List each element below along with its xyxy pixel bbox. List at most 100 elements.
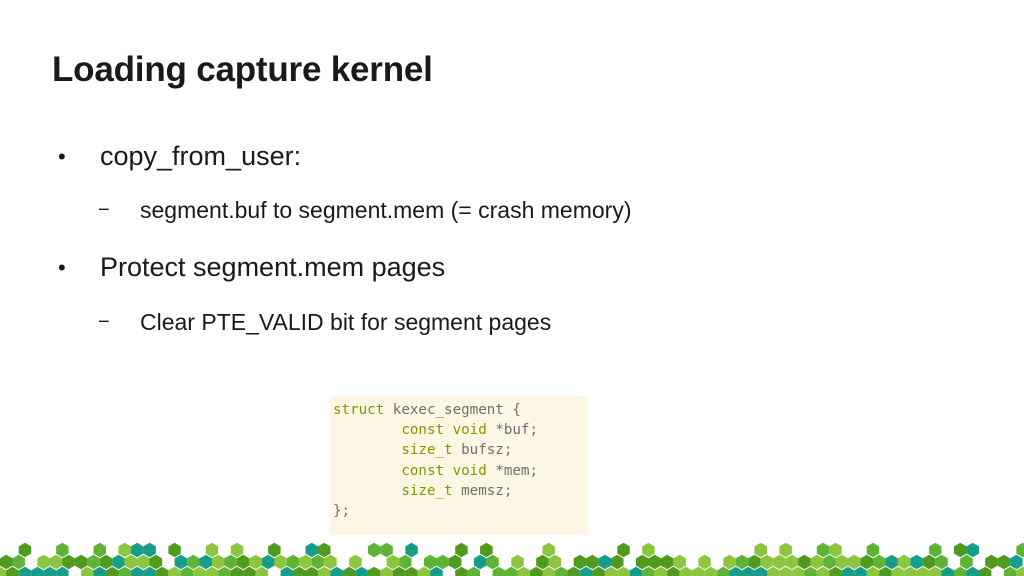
hexagon-tile bbox=[492, 566, 506, 576]
hexagon-tile bbox=[130, 566, 144, 576]
hexagon-tile bbox=[467, 566, 481, 576]
hexagon-tile bbox=[929, 542, 942, 558]
hexagon-tile bbox=[199, 554, 212, 570]
hexagon-tile bbox=[748, 554, 761, 570]
code-keyword: const void bbox=[401, 422, 487, 439]
hexagon-tile bbox=[966, 566, 979, 576]
hexagon-tile bbox=[455, 542, 468, 558]
hexagon-tile bbox=[112, 554, 125, 570]
hexagon-tile bbox=[997, 554, 1011, 570]
hexagon-tile bbox=[274, 554, 287, 570]
code-line: size_t memsz; bbox=[333, 481, 588, 501]
hexagon-tile bbox=[642, 542, 655, 558]
hexagon-tile bbox=[1010, 554, 1023, 570]
hexagon-tile bbox=[436, 554, 449, 570]
hexagon-tile bbox=[130, 542, 144, 558]
hexagon-tile bbox=[960, 554, 973, 570]
code-text: bufsz; bbox=[452, 442, 513, 459]
hexagon-tile bbox=[299, 554, 312, 570]
hexagon-tile bbox=[735, 554, 749, 570]
hexagon-tile bbox=[897, 554, 911, 570]
hexagon-tile bbox=[31, 566, 44, 576]
hexagon-tile bbox=[854, 566, 867, 576]
hexagon-tile bbox=[12, 554, 25, 570]
bullet-item: • Protect segment.mem pages bbox=[58, 252, 445, 283]
hexagon-tile bbox=[505, 566, 518, 576]
hexagon-tile bbox=[679, 566, 693, 576]
hexagon-tile bbox=[18, 566, 32, 576]
hexagon-tile bbox=[823, 554, 836, 570]
hexagon-tile bbox=[180, 566, 194, 576]
hexagon-tile bbox=[742, 566, 755, 576]
hexagon-tile bbox=[935, 554, 948, 570]
hexagon-tile bbox=[43, 566, 57, 576]
hexagon-pattern-footer bbox=[0, 542, 1024, 576]
hexagon-tile bbox=[729, 566, 742, 576]
hexagon-tile bbox=[486, 554, 499, 570]
code-keyword: const void bbox=[401, 462, 487, 479]
hexagon-tile bbox=[399, 554, 412, 570]
hexagon-tile bbox=[205, 542, 219, 558]
hexagon-tile bbox=[536, 554, 549, 570]
code-text: }; bbox=[333, 502, 351, 519]
hexagon-tile bbox=[367, 566, 381, 576]
hexagon-tile bbox=[517, 566, 530, 576]
sub-bullet-item: − Clear PTE_VALID bit for segment pages bbox=[98, 309, 551, 336]
hexagon-tile bbox=[149, 554, 163, 570]
hexagon-tile bbox=[654, 566, 668, 576]
hexagon-tile bbox=[592, 566, 605, 576]
hexagon-tile bbox=[829, 542, 842, 558]
hexagon-tile bbox=[767, 566, 780, 576]
hexagon-tile bbox=[922, 554, 936, 570]
hexagon-tile bbox=[648, 554, 661, 570]
hexagon-tile bbox=[106, 566, 119, 576]
code-indent bbox=[333, 422, 401, 438]
hexagon-tile bbox=[816, 566, 830, 576]
hexagon-tile bbox=[118, 542, 131, 558]
hexagon-tile bbox=[56, 566, 69, 576]
code-line: }; bbox=[333, 501, 588, 521]
dash-marker: − bbox=[98, 311, 110, 333]
hexagon-tile bbox=[816, 542, 830, 558]
hexagon-tile bbox=[530, 566, 543, 576]
hexagon-tile bbox=[230, 566, 244, 576]
hexagon-tile bbox=[293, 566, 306, 576]
hexagon-tile bbox=[424, 554, 437, 570]
hexagon-tile bbox=[667, 566, 680, 576]
hexagon-tile bbox=[548, 554, 562, 570]
hexagon-tile bbox=[355, 566, 368, 576]
hexagon-tile bbox=[804, 566, 817, 576]
hexagon-tile bbox=[717, 566, 730, 576]
hexagon-tile bbox=[93, 566, 106, 576]
hexagon-tile bbox=[704, 566, 718, 576]
hexagon-tile bbox=[835, 554, 848, 570]
code-keyword: size_t bbox=[401, 482, 453, 499]
hexagon-tile bbox=[87, 554, 100, 570]
hexagon-tile bbox=[611, 554, 624, 570]
hexagon-tile bbox=[143, 542, 156, 558]
hexagon-tile bbox=[473, 554, 487, 570]
hexagon-tile bbox=[305, 566, 318, 576]
hexagon-tile bbox=[330, 566, 343, 576]
hexagon-tile bbox=[841, 566, 855, 576]
hexagon-tile bbox=[1003, 566, 1017, 576]
hexagon-tile bbox=[480, 542, 493, 558]
hexagon-tile bbox=[586, 554, 599, 570]
hexagon-tile bbox=[617, 566, 630, 576]
hexagon-tile bbox=[636, 554, 649, 570]
hexagon-tile bbox=[879, 566, 892, 576]
hexagon-tile bbox=[617, 542, 630, 558]
hexagon-tile bbox=[511, 554, 524, 570]
hexagon-tile bbox=[224, 554, 237, 570]
hexagon-tile bbox=[966, 542, 979, 558]
hexagon-tile bbox=[567, 566, 580, 576]
hexagon-tile bbox=[187, 554, 200, 570]
hexagon-tile bbox=[554, 566, 568, 576]
hexagon-tile bbox=[261, 554, 275, 570]
hexagon-tile bbox=[455, 566, 468, 576]
hexagon-tile bbox=[6, 566, 19, 576]
hexagon-tile bbox=[74, 554, 88, 570]
code-line: const void *mem; bbox=[333, 461, 588, 481]
